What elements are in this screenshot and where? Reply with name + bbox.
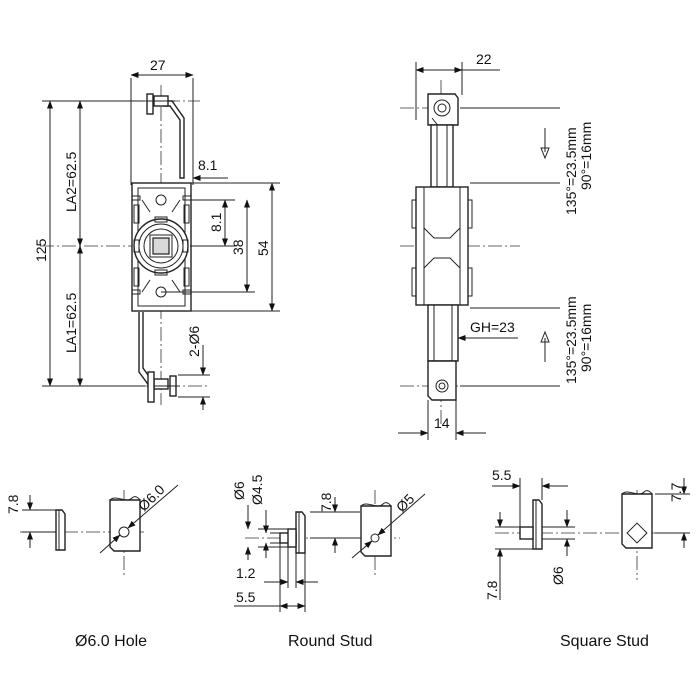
dim-front-height-54: 54 bbox=[255, 240, 271, 256]
caption-round-stud: Round Stud bbox=[288, 633, 373, 650]
side-top-tab bbox=[427, 93, 459, 126]
dim-round-stud-len2: 5.5 bbox=[236, 589, 256, 605]
dim-side-lower-travel: 135°=23.5mm bbox=[563, 296, 579, 384]
square-stud-detail: 5.5 7.8 Ø6 7.7 bbox=[484, 467, 690, 600]
dim-square-stud-dia: Ø6 bbox=[550, 566, 566, 585]
dim-square-stud-len: 5.5 bbox=[492, 467, 512, 483]
round-stud-detail: Ø6 Ø4.5 1.2 5.5 7.8 Ø5 bbox=[231, 474, 426, 612]
dim-front-upper-arm: LA2=62.5 bbox=[63, 151, 79, 212]
dim-round-stud-height: 7.8 bbox=[318, 492, 334, 512]
dim-hole-height: 7.8 bbox=[5, 494, 21, 514]
dim-front-total-height: 125 bbox=[33, 238, 49, 262]
dim-round-stud-len1: 1.2 bbox=[236, 565, 256, 581]
dim-front-width: 27 bbox=[150, 57, 166, 73]
dim-front-lower-arm: LA1=62.5 bbox=[63, 292, 79, 353]
dim-side-lower-travel-90: 90°=16mm bbox=[578, 304, 594, 372]
dim-front-height-38: 38 bbox=[230, 239, 246, 255]
dim-side-upper-travel: 135°=23.5mm bbox=[563, 127, 579, 215]
dim-side-upper-travel-90: 90°=16mm bbox=[578, 122, 594, 190]
hole-detail: 7.8 Ø6.0 bbox=[5, 481, 179, 575]
dim-front-offset: 8.1 bbox=[198, 157, 218, 173]
dim-side-grip: GH=23 bbox=[470, 319, 515, 335]
dim-round-stud-dia2: Ø4.5 bbox=[249, 474, 265, 505]
dim-square-stud-height: 7.8 bbox=[484, 580, 500, 600]
side-view: 22 135°=23.5mm 90°=16mm 135°=23.5mm 90°=… bbox=[398, 51, 594, 440]
dim-front-holes: 2-Ø6 bbox=[186, 326, 202, 357]
dim-round-stud-hole: Ø5 bbox=[393, 490, 418, 515]
dim-side-width: 22 bbox=[476, 51, 492, 67]
upper-stud bbox=[146, 93, 154, 115]
dim-square-stud-height-top: 7.7 bbox=[668, 482, 684, 502]
dim-side-bottom-width: 14 bbox=[434, 415, 450, 431]
side-body bbox=[415, 186, 469, 306]
caption-square-stud: Square Stud bbox=[560, 633, 649, 650]
caption-hole: Ø6.0 Hole bbox=[75, 633, 147, 650]
dim-front-inner-offset: 8.1 bbox=[208, 212, 224, 232]
front-view: 27 125 LA2=62.5 LA1=62.5 8.1 8.1 38 54 bbox=[33, 57, 280, 410]
dim-round-stud-dia1: Ø6 bbox=[231, 481, 247, 500]
